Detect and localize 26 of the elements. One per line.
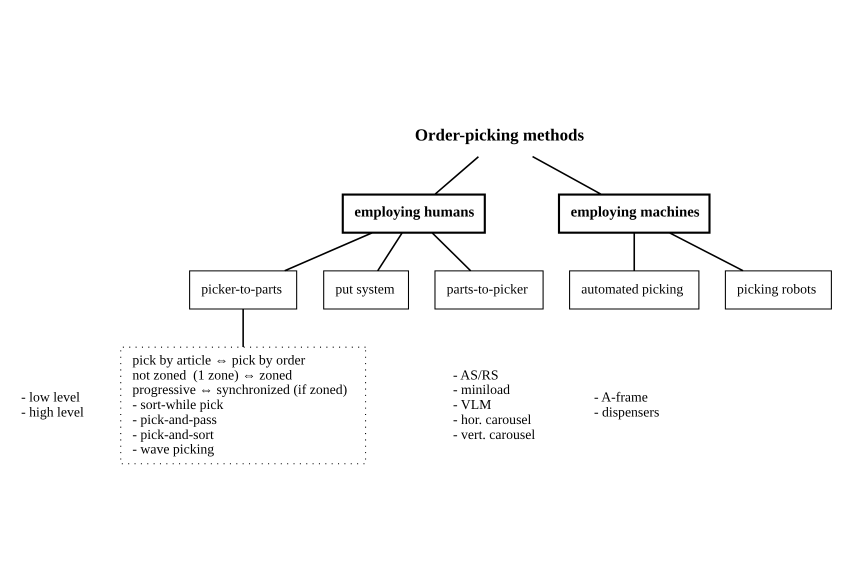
node-label: - A-frame: [594, 390, 648, 405]
connector: [633, 233, 636, 271]
node-box: automated picking: [569, 270, 700, 310]
node-label: - hor. carousel: [453, 412, 532, 427]
node-label: - high level: [21, 404, 84, 420]
node-box: pick by article ⇔ pick by order not zoned (1 zone) ⇔ zoned progressive ⇔ synchronized (if zoned) - sort-while pick - pick-and-pass - pick-and-sort - wave picking: [120, 346, 366, 464]
node-label: - miniload: [453, 382, 510, 398]
node-text: Order-picking methods: [414, 125, 584, 144]
node-label: - low level: [21, 390, 80, 405]
node-box: employing machines: [558, 194, 711, 234]
node-box: put system: [323, 270, 410, 310]
node-label: - AS/RS: [453, 367, 499, 382]
connector: [532, 156, 602, 196]
connector: [242, 309, 244, 347]
connector: [377, 232, 403, 272]
node-box: employing humans: [342, 194, 486, 234]
node-box: parts-to-picker: [434, 270, 544, 310]
node-label: - VLM: [453, 397, 492, 412]
connector: [284, 232, 372, 272]
node-box: picking robots: [724, 270, 832, 310]
connector: [669, 232, 744, 272]
connector: [434, 156, 479, 196]
node-label: - dispensers: [594, 404, 660, 420]
node-box: picker-to-parts: [189, 270, 298, 310]
connector: [432, 232, 472, 272]
node-label: - vert. carousel: [453, 426, 536, 442]
